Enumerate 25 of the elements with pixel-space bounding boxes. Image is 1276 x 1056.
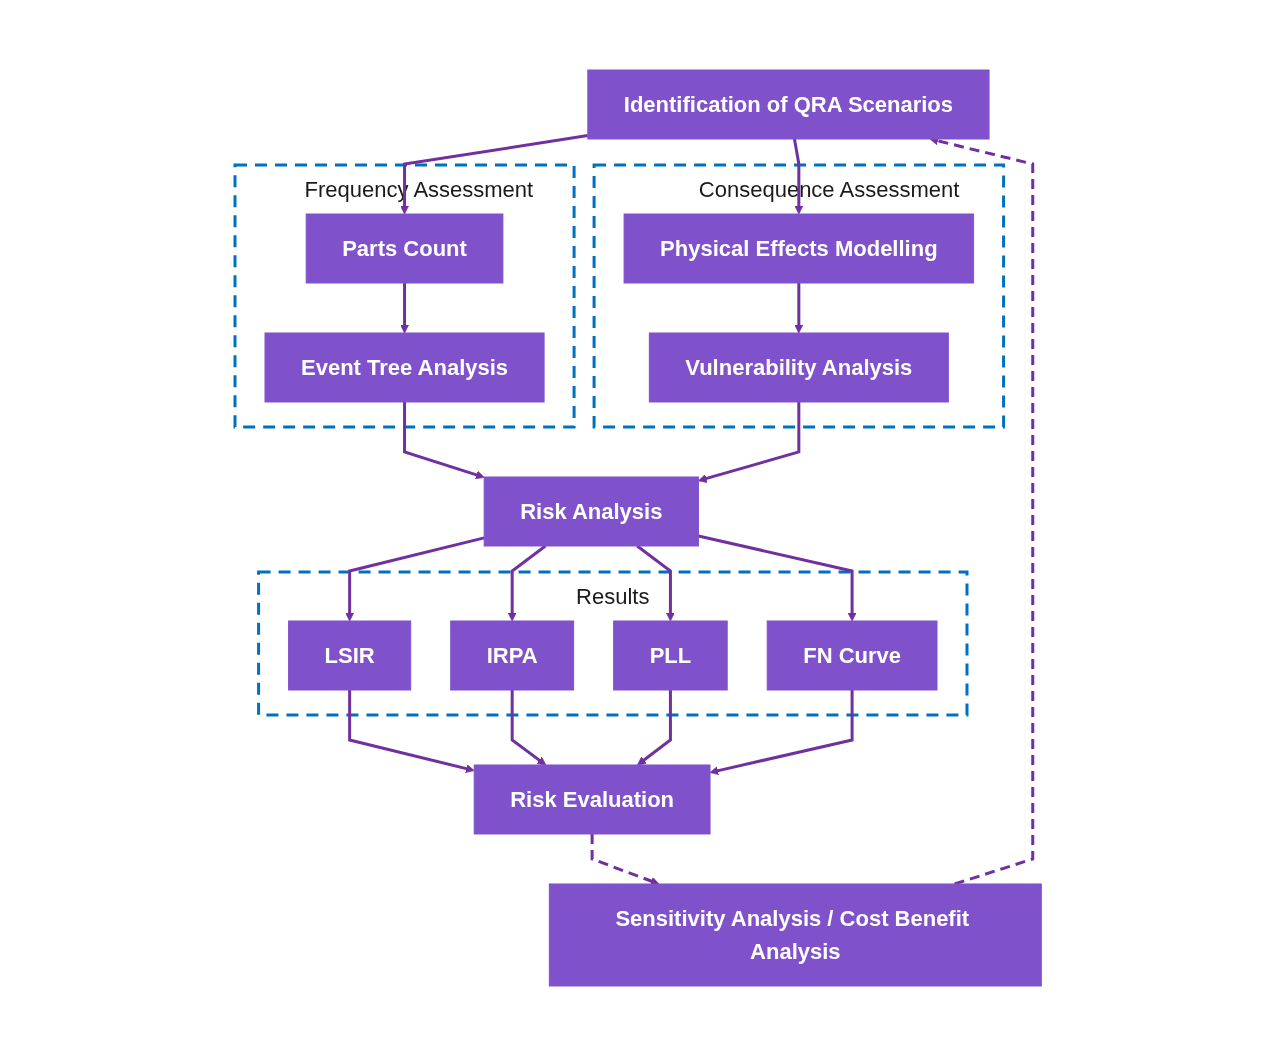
arrow bbox=[507, 544, 547, 622]
node-box: Vulnerability Analysis bbox=[648, 332, 949, 403]
arrow bbox=[347, 690, 475, 773]
node-box: Identification of QRA Scenarios bbox=[587, 69, 990, 140]
arrow bbox=[697, 402, 801, 483]
node-box: Risk Evaluation bbox=[473, 764, 711, 835]
arrow bbox=[345, 536, 485, 622]
arrow bbox=[510, 690, 546, 766]
arrow bbox=[402, 402, 485, 480]
arrow bbox=[636, 544, 675, 622]
node-box: PLL bbox=[612, 620, 728, 691]
node-box: Event Tree Analysis bbox=[264, 332, 545, 403]
node-box: FN Curve bbox=[766, 620, 938, 691]
node-box: Parts Count bbox=[305, 213, 504, 284]
node-box: Risk Analysis bbox=[483, 476, 699, 547]
node-box: Physical Effects Modelling bbox=[623, 213, 974, 284]
node-box: LSIR bbox=[287, 620, 412, 691]
arrow bbox=[399, 283, 409, 334]
arrow bbox=[794, 283, 804, 334]
node-box: IRPA bbox=[450, 620, 574, 691]
arrow bbox=[399, 134, 588, 215]
arrow bbox=[697, 534, 857, 622]
arrow bbox=[709, 690, 854, 775]
node-box: Sensitivity Analysis / Cost Benefit Analysis bbox=[548, 883, 1042, 987]
arrow bbox=[636, 690, 672, 766]
